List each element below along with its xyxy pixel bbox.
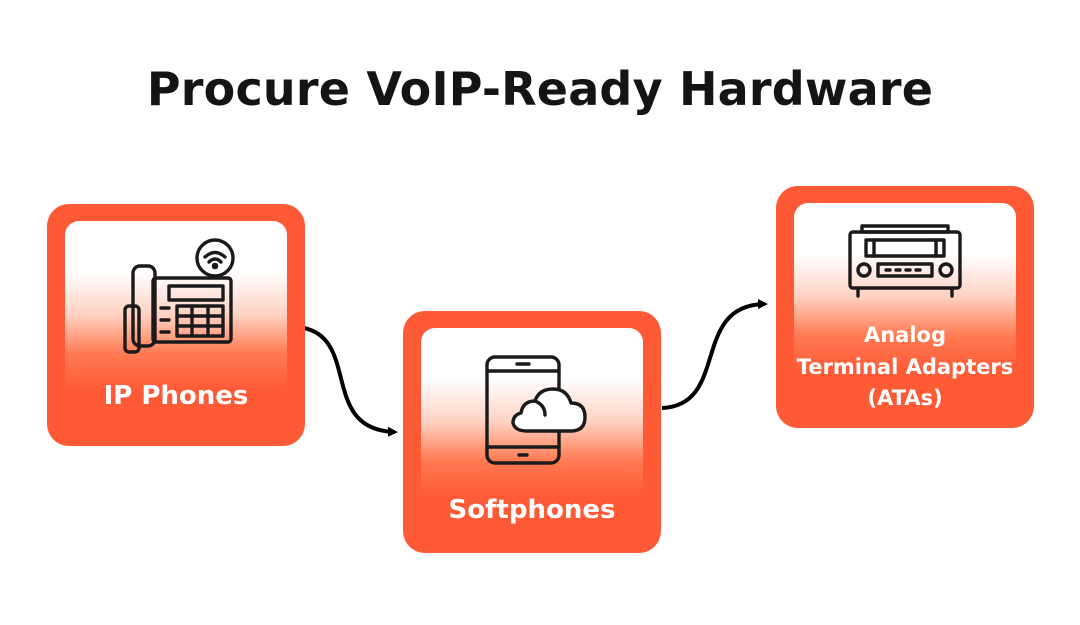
- terminal-adapter-icon: [844, 222, 966, 302]
- ip-phone-icon: [115, 236, 239, 360]
- arrow-softphones-to-atas: [661, 299, 768, 410]
- card-atas-label-line-1: Analog: [863, 323, 947, 347]
- card-atas: Analog Terminal Adapters (ATAs): [776, 186, 1034, 428]
- card-softphones: Softphones: [403, 311, 661, 553]
- card-atas-label-line-3: (ATAs): [867, 386, 943, 410]
- tablet-cloud-icon: [475, 351, 593, 469]
- card-ip-phones-label: IP Phones: [103, 381, 249, 411]
- card-atas-label: Analog Terminal Adapters (ATAs): [776, 320, 1034, 415]
- arrow-ip-phones-to-softphones: [303, 326, 398, 437]
- page-title: Procure VoIP-Ready Hardware: [146, 62, 934, 116]
- card-softphones-label: Softphones: [448, 495, 616, 525]
- card-atas-label-line-2: Terminal Adapters: [796, 354, 1014, 379]
- card-ip-phones: IP Phones: [47, 204, 305, 446]
